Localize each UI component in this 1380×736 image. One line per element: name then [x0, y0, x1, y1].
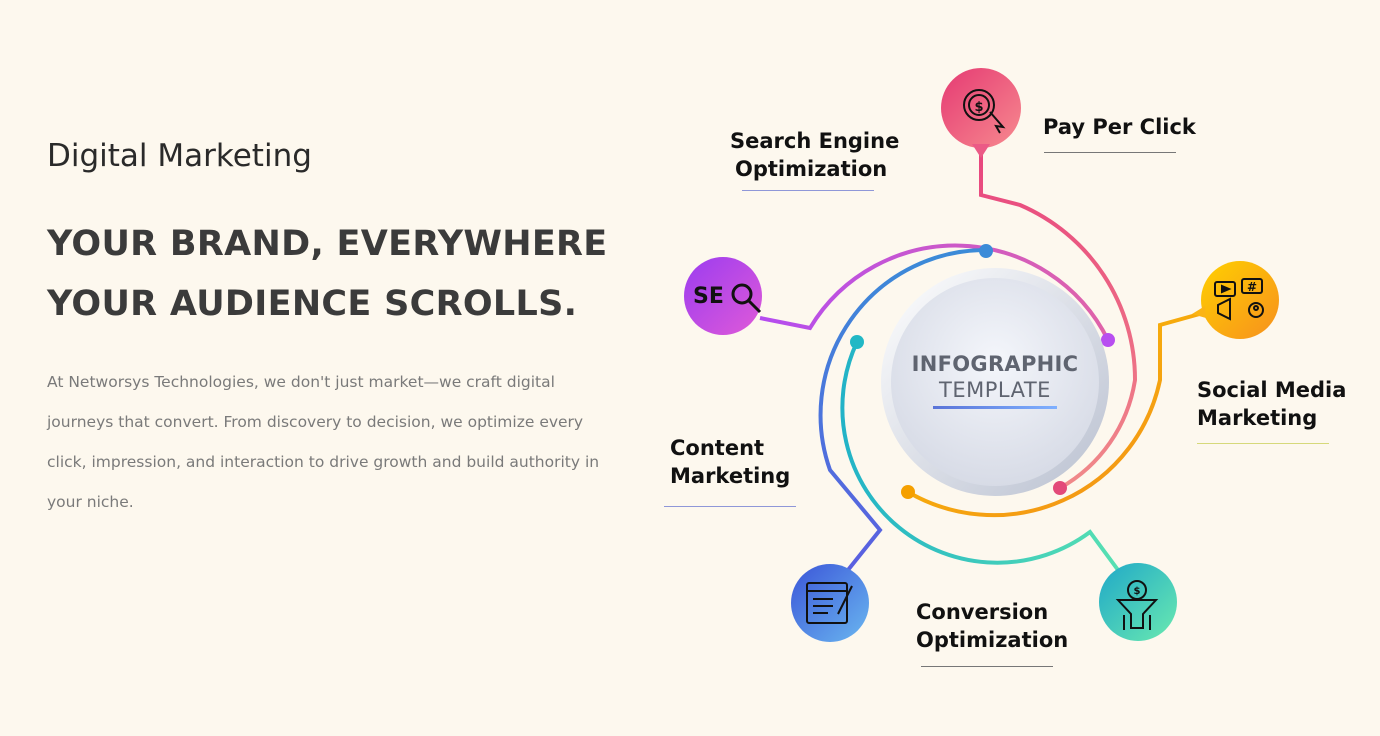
headline-line-1: YOUR BRAND, EVERYWHERE: [47, 224, 608, 264]
body-line: click, impression, and interaction to dr…: [47, 453, 600, 471]
pink-arc: [979, 150, 1138, 490]
content-writing-icon: [806, 582, 853, 624]
label-ppc: Pay Per Click: [1043, 113, 1196, 141]
megaphone-icon: [1214, 278, 1264, 321]
conversion-badge: $: [1099, 563, 1177, 641]
svg-text:$: $: [1134, 586, 1141, 597]
center-title: INFOGRAPHIC: [911, 352, 1079, 376]
seo-badge-text: SE: [693, 284, 724, 309]
label-line: Pay Per Click: [1043, 115, 1196, 139]
label-underline: [921, 666, 1053, 667]
headline-line-2: YOUR AUDIENCE SCROLLS.: [47, 284, 578, 324]
dollar-cursor-icon: [963, 89, 1006, 134]
body-line: journeys that convert. From discovery to…: [47, 413, 584, 431]
label-underline: [742, 190, 874, 191]
label-line: Conversion: [916, 600, 1049, 624]
blue-arc: [818, 248, 986, 572]
label-underline: [1044, 152, 1176, 153]
svg-text:$: $: [974, 100, 983, 115]
content-badge: [791, 564, 869, 642]
body-line: At Networsys Technologies, we don't just…: [47, 373, 555, 391]
teal-arc-dot: [850, 335, 864, 349]
label-content: Content Marketing: [670, 434, 790, 490]
yellow-arc-dot: [901, 485, 915, 499]
label-line: Search Engine: [730, 129, 900, 153]
yellow-arc: [906, 303, 1233, 518]
label-line: Content: [670, 436, 765, 460]
body-paragraph: At Networsys Technologies, we don't just…: [47, 362, 647, 522]
label-line: Optimization: [735, 157, 888, 181]
seo-badge: SE: [684, 257, 762, 335]
label-line: Optimization: [916, 628, 1069, 652]
seo-magnifier-icon: [731, 283, 762, 314]
label-conversion: Conversion Optimization: [916, 598, 1068, 654]
ppc-badge: $: [941, 68, 1021, 158]
pink-arc-dot: [1053, 481, 1067, 495]
teal-arc: [840, 341, 1120, 572]
body-line: your niche.: [47, 493, 134, 511]
label-line: Social Media: [1197, 378, 1347, 402]
label-underline: [664, 506, 796, 507]
label-social: Social Media Marketing: [1197, 376, 1346, 432]
center-circle: [891, 278, 1099, 486]
label-line: Marketing: [670, 464, 791, 488]
center-underline: [933, 406, 1057, 409]
social-badge: #: [1192, 261, 1279, 339]
label-underline: [1197, 443, 1329, 444]
center-label: INFOGRAPHIC TEMPLATE: [893, 352, 1097, 409]
funnel-gear-icon: [1115, 580, 1159, 630]
label-seo: Search Engine Optimization: [730, 127, 899, 183]
headline: YOUR BRAND, EVERYWHERE YOUR AUDIENCE SCR…: [47, 214, 608, 334]
purple-arc: [759, 243, 1110, 341]
purple-arc-dot: [1101, 333, 1115, 347]
svg-text:#: #: [1247, 280, 1257, 294]
label-line: Marketing: [1197, 406, 1318, 430]
center-subtitle: TEMPLATE: [939, 378, 1051, 402]
blue-arc-dot: [979, 244, 993, 258]
section-eyebrow: Digital Marketing: [47, 138, 312, 174]
